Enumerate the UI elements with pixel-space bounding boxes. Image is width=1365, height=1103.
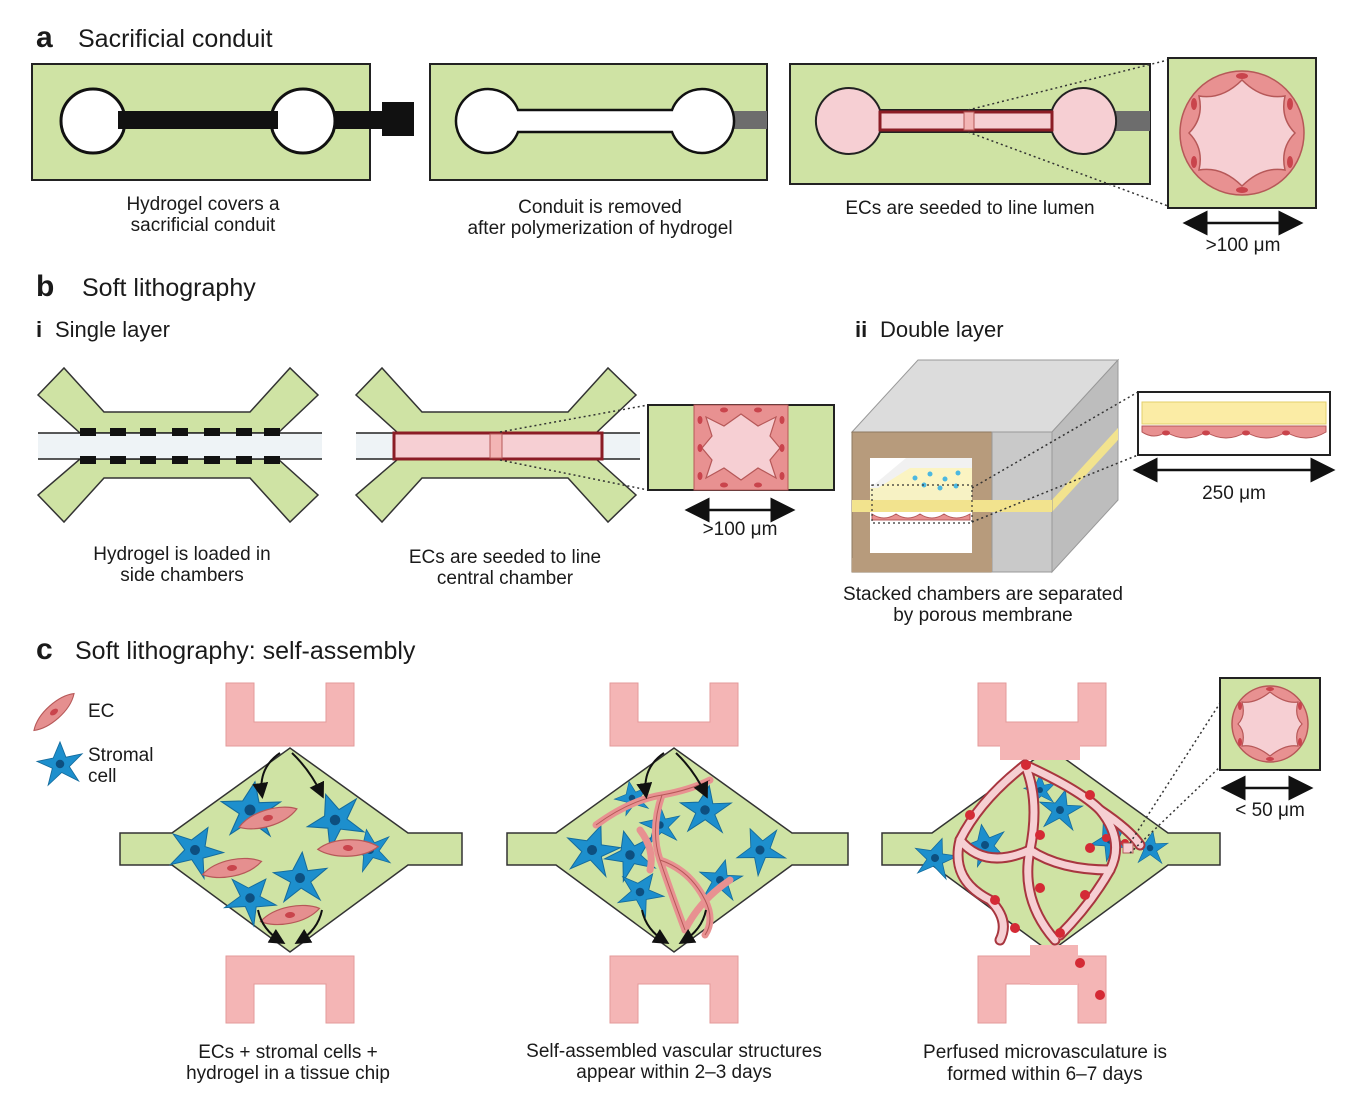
panel-b-title: Soft lithography	[82, 274, 256, 302]
channel-cross-section-b	[647, 404, 835, 491]
caption-c2-line1: Self-assembled vascular structures	[526, 1041, 822, 1062]
caption-a2-line1: Conduit is removed	[518, 197, 682, 218]
stromal-cell-legend-icon	[36, 741, 83, 786]
microvessel-cross-section	[1219, 677, 1321, 771]
caption-b1-line2: side chambers	[120, 565, 244, 586]
scale-label-c: < 50 μm	[1235, 800, 1305, 821]
panel-a-letter: a	[36, 21, 53, 54]
caption-a3: ECs are seeded to line lumen	[845, 198, 1094, 219]
self-assembly-chip-1	[119, 682, 463, 1024]
caption-b2-line2: central chamber	[437, 568, 574, 589]
panel-b-ii-numeral: ii	[855, 317, 867, 342]
conduit-chip-2	[429, 63, 768, 181]
legend: EC Stromal cell	[26, 689, 153, 787]
scale-label-b-ii: 250 μm	[1202, 483, 1266, 504]
caption-c2-line2: appear within 2–3 days	[576, 1062, 771, 1083]
panel-b: b Soft lithography i Single layer ii Dou…	[36, 270, 1336, 626]
self-assembly-chip-2	[506, 682, 849, 1024]
scale-label-a: >100 μm	[1206, 235, 1281, 256]
legend-stromal-line1: Stromal	[88, 745, 153, 766]
caption-b3-line2: by porous membrane	[893, 605, 1073, 626]
lumen-cross-section-a	[1167, 57, 1317, 209]
caption-c1-line2: hydrogel in a tissue chip	[186, 1063, 390, 1084]
caption-c3-line1: Perfused microvasculature is	[923, 1042, 1167, 1063]
panel-b-letter: b	[36, 270, 54, 303]
panel-c: c Soft lithography: self-assembly EC Str…	[26, 633, 1321, 1085]
panel-b-ii-title: Double layer	[880, 317, 1004, 342]
panel-b-i-numeral: i	[36, 317, 42, 342]
legend-stromal-line2: cell	[88, 766, 117, 787]
caption-c1-line1: ECs + stromal cells +	[198, 1042, 378, 1063]
panel-a: a Sacrificial conduit Hydrogel covers a …	[31, 21, 1317, 256]
conduit-chip-1	[31, 63, 414, 181]
panel-c-letter: c	[36, 633, 53, 666]
panel-a-title: Sacrificial conduit	[78, 25, 273, 53]
single-layer-chip-2	[354, 366, 649, 524]
caption-a1-line1: Hydrogel covers a	[126, 194, 280, 215]
membrane-cross-section	[1137, 391, 1331, 456]
panel-b-i-title: Single layer	[55, 317, 170, 342]
caption-a2-line2: after polymerization of hydrogel	[467, 218, 732, 239]
caption-b2-line1: ECs are seeded to line	[409, 547, 601, 568]
panel-c-title: Soft lithography: self-assembly	[75, 637, 416, 665]
self-assembly-chip-3	[881, 682, 1223, 1024]
double-layer-chip	[850, 358, 1139, 574]
caption-c3-line2: formed within 6–7 days	[947, 1064, 1142, 1085]
scale-label-b-i: >100 μm	[703, 519, 778, 540]
caption-a1-line2: sacrificial conduit	[131, 215, 276, 236]
single-layer-chip-1	[36, 366, 322, 524]
caption-b1-line1: Hydrogel is loaded in	[93, 544, 270, 565]
caption-b3-line1: Stacked chambers are separated	[843, 584, 1123, 605]
ec-legend-icon	[26, 689, 82, 735]
conduit-chip-3	[789, 59, 1169, 207]
legend-ec-label: EC	[88, 701, 114, 722]
